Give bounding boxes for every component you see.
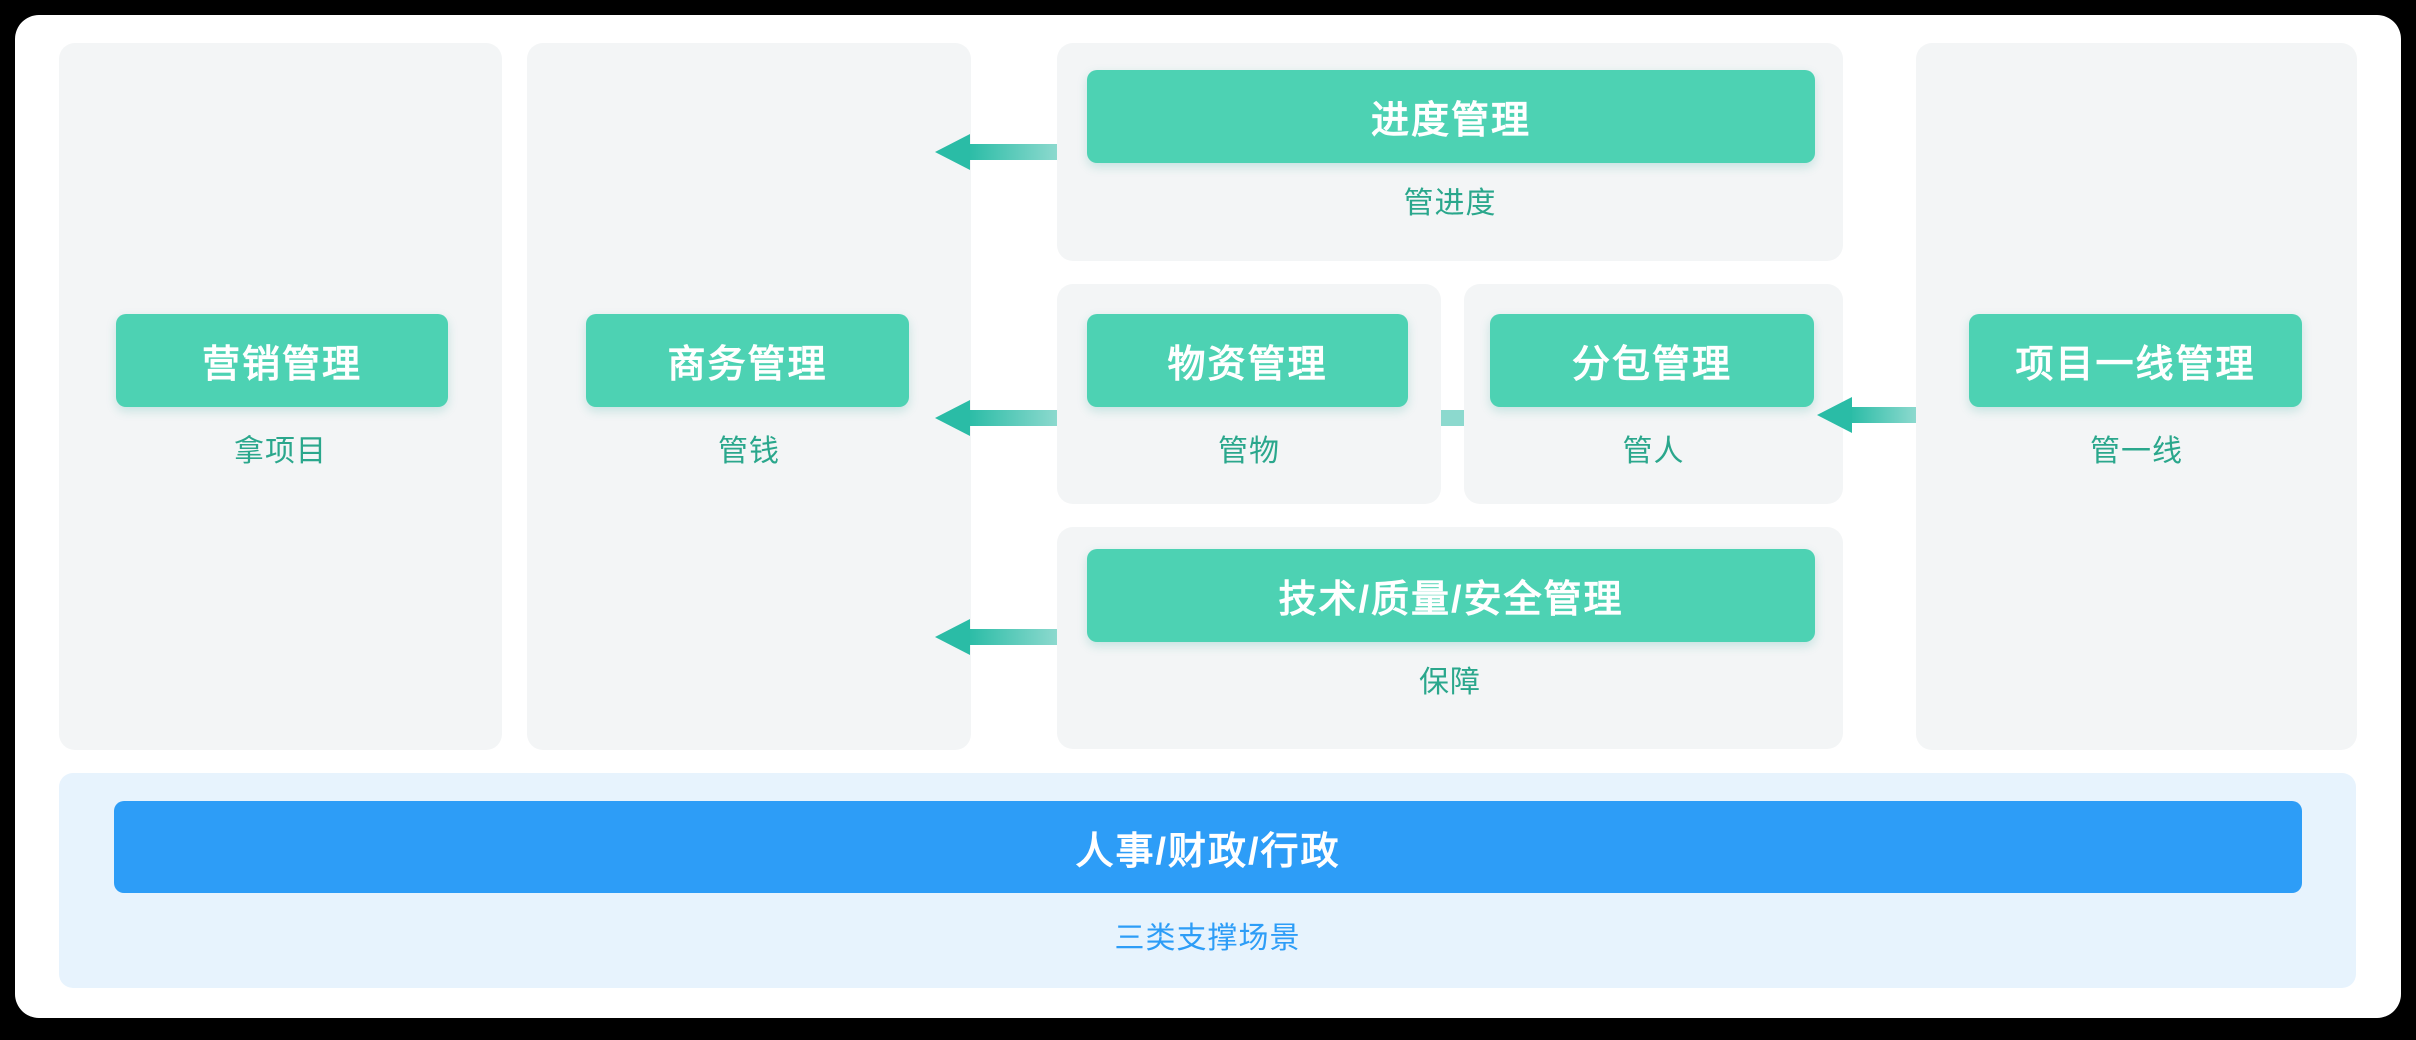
frontline-caption: 管一线 bbox=[2090, 435, 2183, 468]
marketing-button[interactable]: 营销管理 bbox=[116, 314, 448, 407]
business-caption: 管钱 bbox=[718, 435, 780, 468]
materials-button[interactable]: 物资管理 bbox=[1087, 314, 1408, 407]
arrow-schedule-to-business-icon bbox=[935, 134, 1057, 170]
subcontract-button[interactable]: 分包管理 bbox=[1490, 314, 1814, 407]
tech-quality-safety-button[interactable]: 技术/质量/安全管理 bbox=[1087, 549, 1815, 642]
marketing-caption: 拿项目 bbox=[234, 435, 327, 468]
subcontract-caption: 管人 bbox=[1622, 435, 1685, 468]
support-caption: 三类支撑场景 bbox=[1114, 922, 1301, 955]
arrow-shaft bbox=[968, 144, 1057, 160]
tech-quality-safety-caption: 保障 bbox=[1419, 666, 1481, 699]
arrow-materials-to-business-icon bbox=[935, 400, 1057, 436]
materials-caption: 管物 bbox=[1218, 435, 1280, 468]
diagram-card: 营销管理 商务管理 进度管理 物资管理 分包管理 技术/质量/安全管理 项目一线… bbox=[15, 15, 2401, 1018]
arrow-tech-to-business-icon bbox=[935, 619, 1057, 655]
flow-line-segment bbox=[1441, 410, 1464, 426]
schedule-button[interactable]: 进度管理 bbox=[1087, 70, 1815, 163]
arrow-head-left-icon bbox=[935, 134, 970, 170]
schedule-caption: 管进度 bbox=[1403, 187, 1497, 220]
arrow-head-left-icon bbox=[1817, 397, 1852, 433]
arrow-frontline-to-subcontract-icon bbox=[1817, 397, 1916, 433]
business-button[interactable]: 商务管理 bbox=[586, 314, 909, 407]
arrow-shaft bbox=[968, 629, 1057, 645]
arrow-shaft bbox=[968, 410, 1057, 426]
arrow-head-left-icon bbox=[935, 400, 970, 436]
support-button[interactable]: 人事/财政/行政 bbox=[114, 801, 2302, 893]
frontline-button[interactable]: 项目一线管理 bbox=[1969, 314, 2302, 407]
arrow-shaft bbox=[1850, 407, 1916, 423]
arrow-head-left-icon bbox=[935, 619, 970, 655]
